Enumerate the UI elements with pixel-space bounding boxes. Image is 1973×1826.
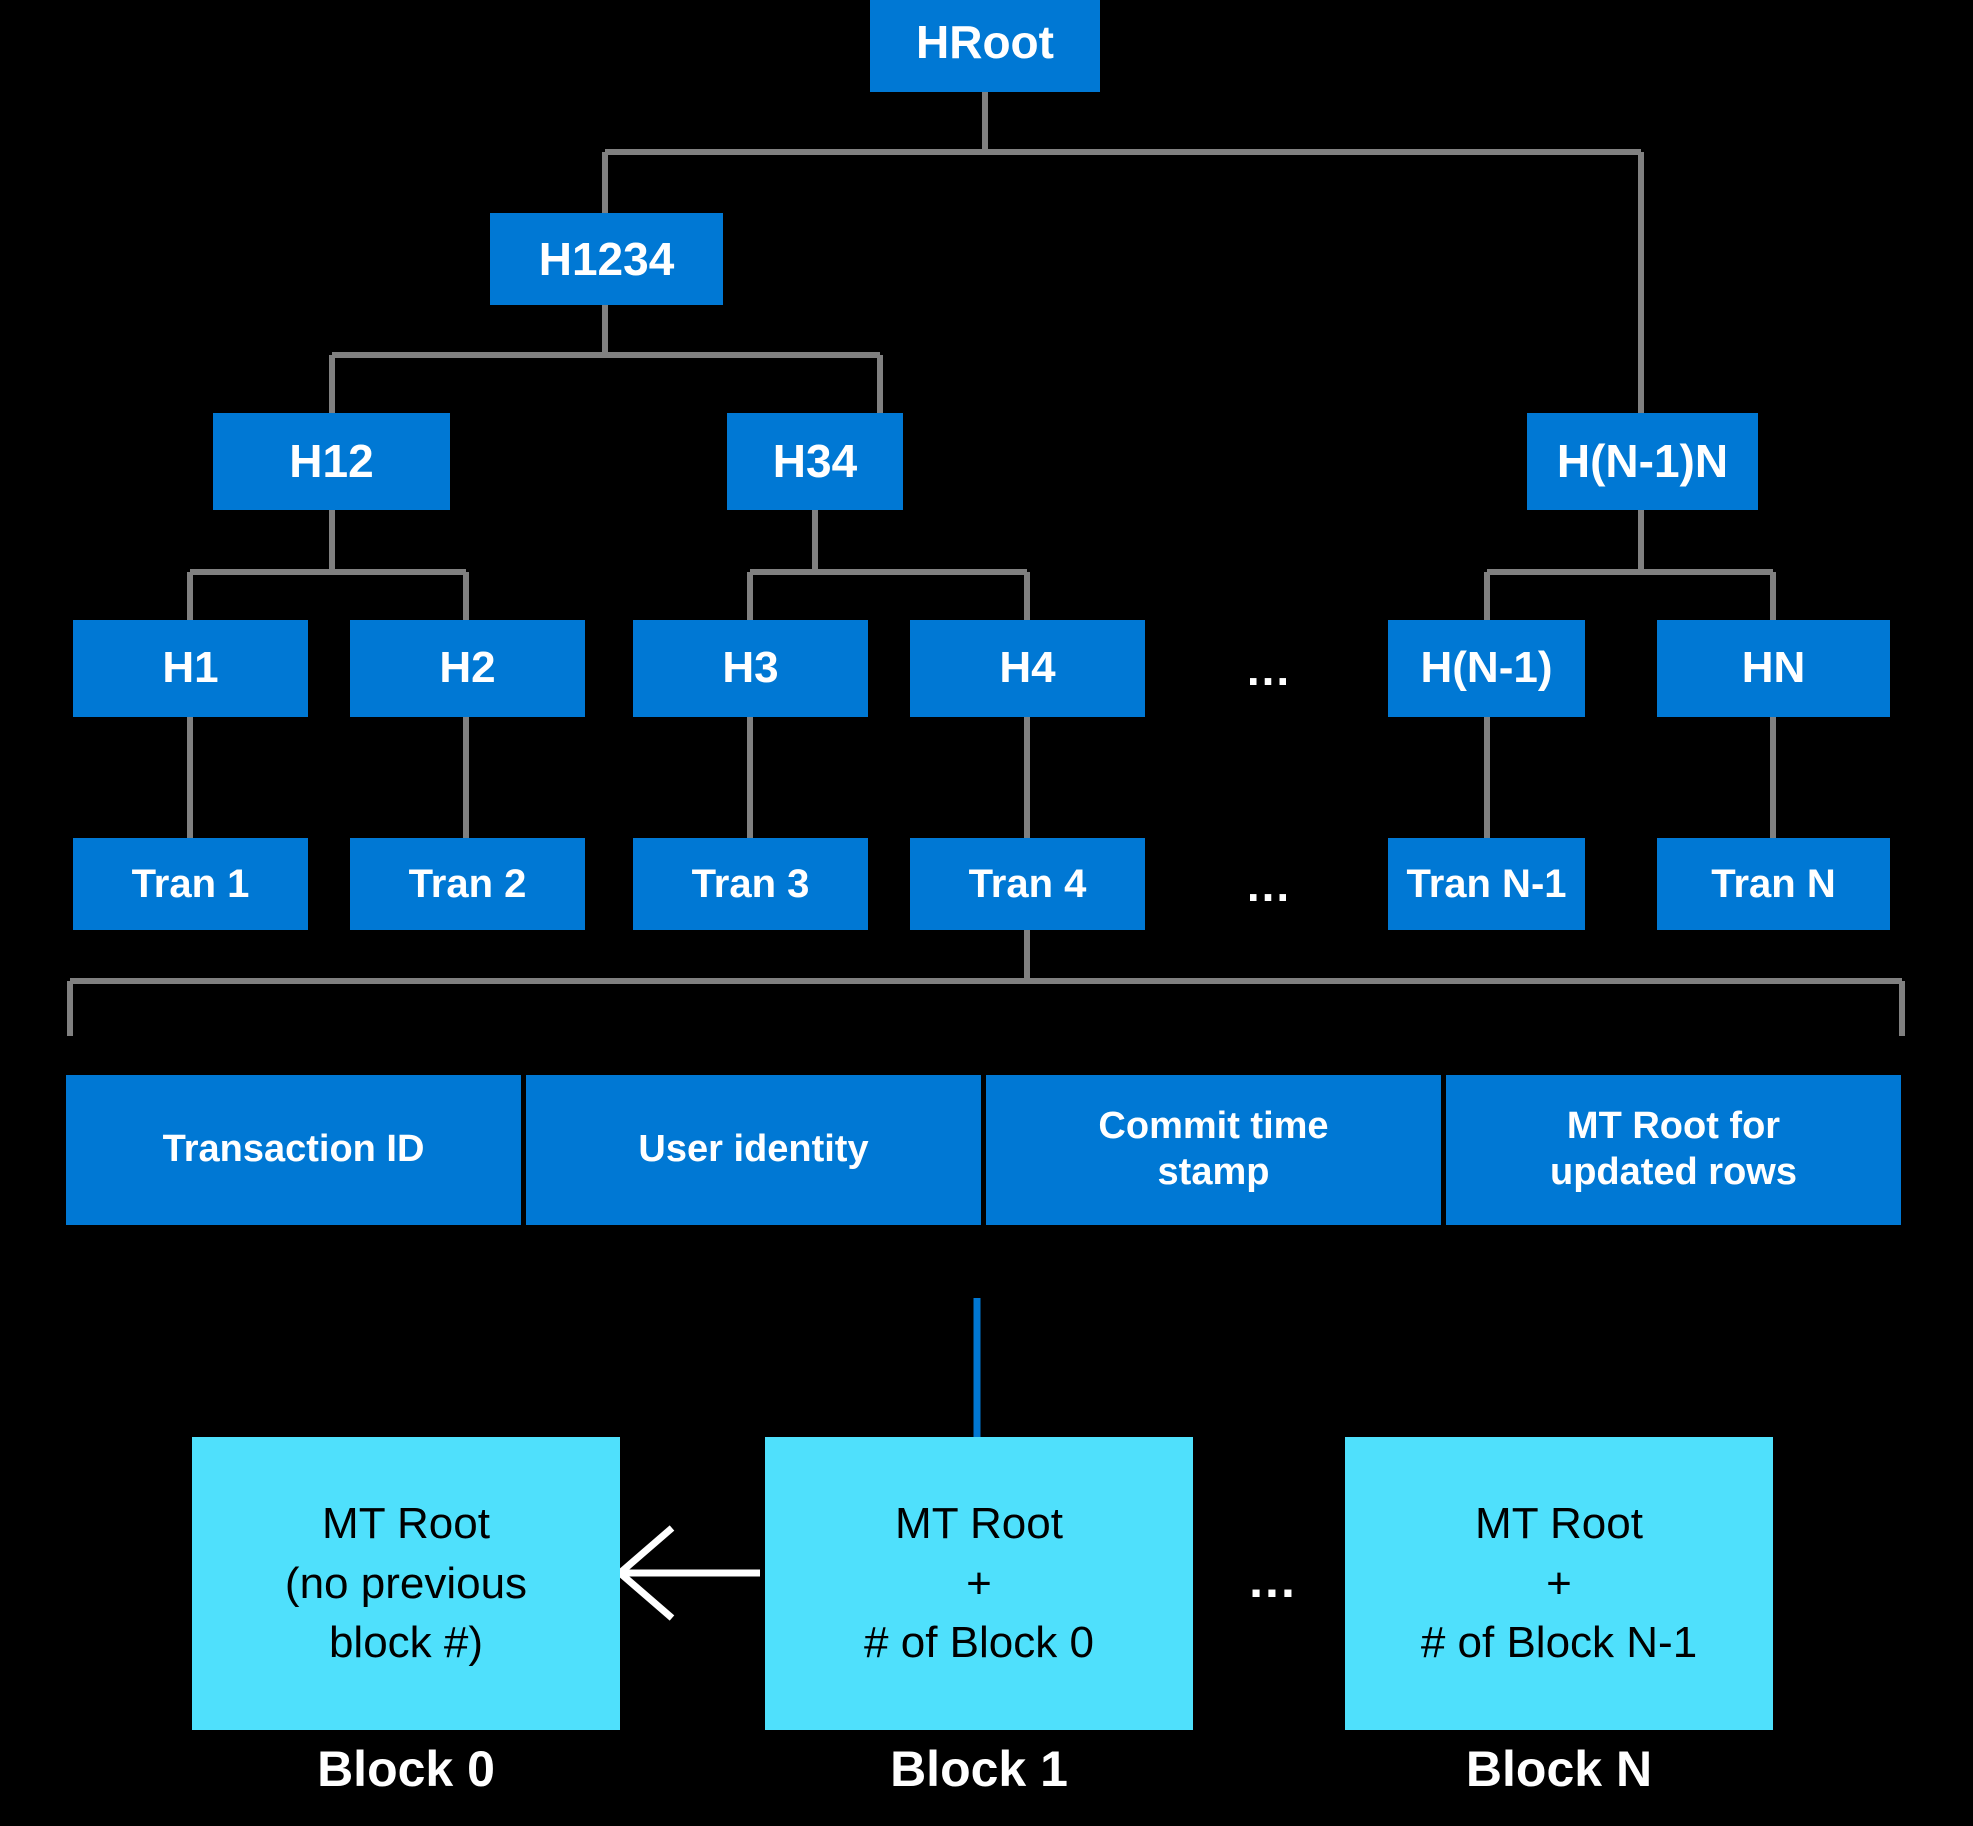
tree-leaf-h4[interactable]: H4 xyxy=(910,620,1145,717)
block-line-3: # of Block 0 xyxy=(864,1618,1094,1668)
node-label: H(N-1) xyxy=(1420,643,1553,693)
node-label: HRoot xyxy=(916,15,1054,68)
node-label: Tran 4 xyxy=(968,862,1087,906)
detail-label: Transaction ID xyxy=(162,1128,425,1171)
node-label: H12 xyxy=(289,435,374,488)
block-box-1[interactable]: MT Root + # of Block 0 xyxy=(765,1437,1193,1730)
transaction-node-n-1[interactable]: Tran N-1 xyxy=(1388,838,1585,930)
tree-node-h12[interactable]: H12 xyxy=(213,413,450,510)
tree-leaf-h3[interactable]: H3 xyxy=(633,620,868,717)
tree-node-hroot[interactable]: HRoot xyxy=(870,0,1100,92)
detail-cell-commit-time-stamp[interactable]: Commit time stamp xyxy=(986,1075,1441,1225)
node-label: Tran N xyxy=(1711,862,1836,906)
block-line-1: MT Root xyxy=(1475,1499,1643,1549)
transaction-row-ellipsis: ... xyxy=(1246,859,1292,911)
tree-node-h1234[interactable]: H1234 xyxy=(490,213,723,305)
node-label: Tran 3 xyxy=(691,862,810,906)
leaf-row-ellipsis: ... xyxy=(1246,643,1292,695)
node-label: H1234 xyxy=(538,232,675,285)
tree-leaf-hn[interactable]: HN xyxy=(1657,620,1890,717)
detail-label: Commit time stamp xyxy=(1098,1105,1329,1193)
node-label: H3 xyxy=(722,643,779,693)
tree-node-h34[interactable]: H34 xyxy=(727,413,903,510)
transaction-node-1[interactable]: Tran 1 xyxy=(73,838,308,930)
block-box-n[interactable]: MT Root + # of Block N-1 xyxy=(1345,1437,1773,1730)
block-line-2: + xyxy=(966,1558,992,1608)
node-label: H(N-1)N xyxy=(1556,435,1729,488)
block-line-3: block #) xyxy=(328,1618,484,1668)
node-label: H1 xyxy=(162,643,219,693)
transaction-node-2[interactable]: Tran 2 xyxy=(350,838,585,930)
detail-label: MT Root for updated rows xyxy=(1549,1105,1798,1193)
node-label: H2 xyxy=(439,643,496,693)
block-line-3: # of Block N-1 xyxy=(1420,1618,1698,1668)
block-caption-1: Block 1 xyxy=(890,1741,1068,1797)
block-caption-n: Block N xyxy=(1465,1741,1653,1797)
block-line-1: MT Root xyxy=(322,1499,490,1549)
block-box-0[interactable]: MT Root (no previous block #) xyxy=(192,1437,620,1730)
transaction-node-4[interactable]: Tran 4 xyxy=(910,838,1145,930)
detail-cell-transaction-id[interactable]: Transaction ID xyxy=(66,1075,521,1225)
transaction-node-n[interactable]: Tran N xyxy=(1657,838,1890,930)
tree-leaf-hn-1[interactable]: H(N-1) xyxy=(1388,620,1585,717)
blockchain-ellipsis: ... xyxy=(1249,1552,1297,1608)
block-line-2: + xyxy=(1546,1558,1572,1608)
tree-node-hn-1-n[interactable]: H(N-1)N xyxy=(1527,413,1758,510)
block-line-1: MT Root xyxy=(895,1499,1063,1549)
detail-cell-user-identity[interactable]: User identity xyxy=(526,1075,981,1225)
node-label: Tran 1 xyxy=(131,862,250,906)
detail-label: User identity xyxy=(638,1128,869,1171)
block-caption-0: Block 0 xyxy=(317,1741,495,1797)
node-label: Tran N-1 xyxy=(1406,862,1567,906)
node-label: H4 xyxy=(999,643,1056,693)
block-line-2: (no previous xyxy=(284,1558,528,1608)
node-label: HN xyxy=(1741,643,1806,693)
node-label: Tran 2 xyxy=(408,862,527,906)
transaction-node-3[interactable]: Tran 3 xyxy=(633,838,868,930)
tree-leaf-h2[interactable]: H2 xyxy=(350,620,585,717)
node-label: H34 xyxy=(772,435,858,488)
tree-leaf-h1[interactable]: H1 xyxy=(73,620,308,717)
detail-cell-mt-root-updated-rows[interactable]: MT Root for updated rows xyxy=(1446,1075,1901,1225)
